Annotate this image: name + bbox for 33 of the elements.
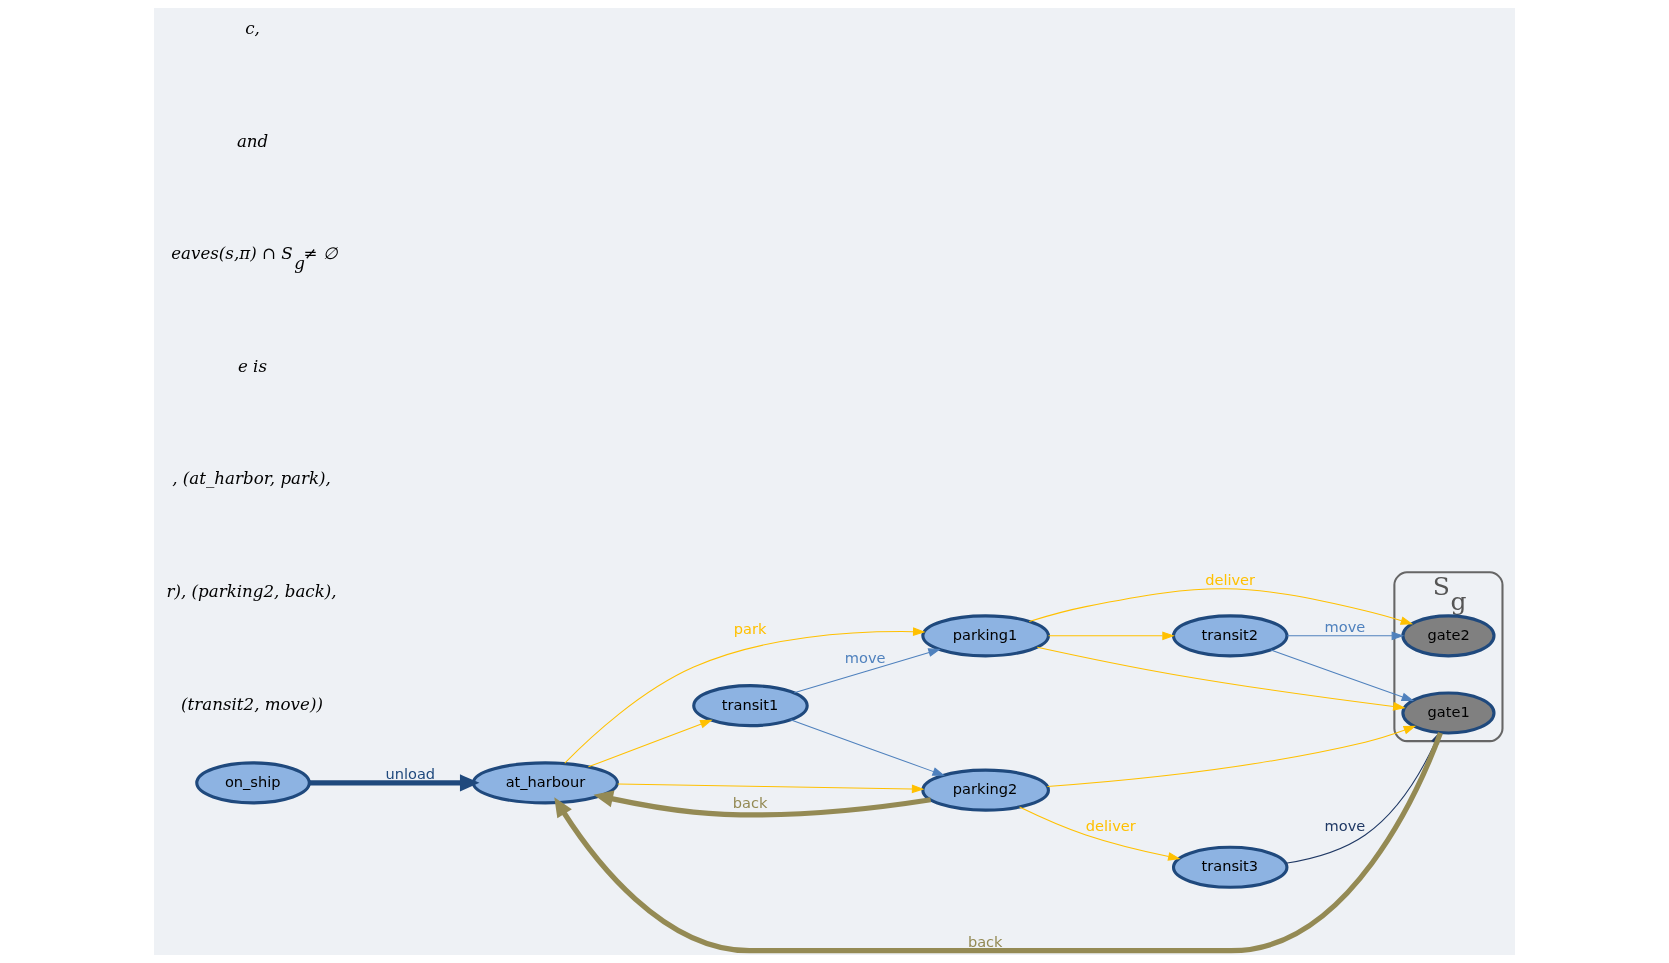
- node-ellipse: transit3: [1171, 845, 1289, 889]
- arrow: [1048, 631, 1175, 641]
- label: e is: [237, 356, 267, 376]
- label: , (at_harbor, park),: [172, 469, 331, 489]
- arrow: [1019, 806, 1181, 861]
- arrow: [587, 719, 713, 768]
- label: r), (parking2, back),: [166, 582, 337, 602]
- arrow: [1046, 725, 1417, 787]
- arrow: [593, 790, 932, 818]
- edge-label: back: [967, 932, 1003, 950]
- arrow: [1028, 588, 1414, 625]
- arrow: [793, 648, 941, 694]
- label: (transit2, move)): [181, 694, 323, 714]
- label: c,: [245, 18, 260, 38]
- arrow: [617, 783, 925, 794]
- arrow: [309, 774, 480, 792]
- node-ellipse: transit2: [1171, 614, 1289, 658]
- edge-label: deliver: [1085, 817, 1136, 835]
- edge-label: park: [733, 619, 767, 637]
- arrow: [1270, 649, 1415, 702]
- edge-label: move: [844, 649, 886, 667]
- node-ellipse: at_harbour: [471, 761, 619, 805]
- arrow: [790, 719, 945, 776]
- edge-label: deliver: [1205, 570, 1256, 588]
- edge-label: unload: [385, 764, 436, 782]
- node-ellipse: on_ship: [195, 761, 311, 805]
- edge-label: move: [1324, 617, 1366, 635]
- label: and: [236, 131, 269, 151]
- edge-label: move: [1324, 817, 1366, 835]
- arrow: [564, 627, 926, 764]
- arrow: [1286, 631, 1405, 641]
- edge-label: back: [732, 794, 768, 812]
- arrow: [1036, 646, 1406, 711]
